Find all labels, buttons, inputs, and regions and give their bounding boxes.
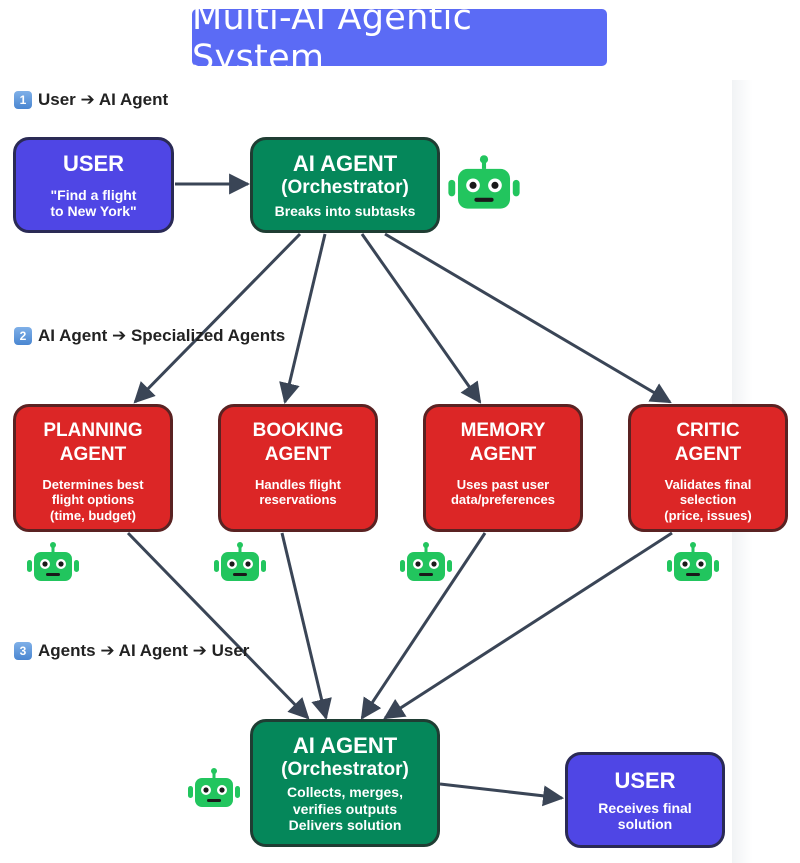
agent-title-line1: MEMORY	[460, 420, 546, 441]
arrow-orch-to-planning	[133, 232, 302, 404]
booking-agent-node: BOOKING AGENT Handles flight reservation…	[218, 404, 378, 532]
orchestrator-desc-line1: Collects, merges,	[287, 784, 403, 801]
step-1: 1 User ➔ AI Agent	[14, 90, 168, 110]
robot-icon	[27, 542, 79, 581]
step-1-number-icon: 1	[14, 91, 32, 109]
robot-icon	[214, 542, 266, 581]
step-1-label: User ➔ AI Agent	[38, 90, 169, 109]
agent-desc-line2: reservations	[259, 492, 337, 508]
agent-title-line2: AGENT	[469, 443, 537, 465]
user-request-line1: "Find a flight	[50, 186, 137, 203]
step-2-label: AI Agent ➔ Specialized Agents	[38, 326, 286, 345]
step-3: 3 Agents ➔ AI Agent ➔ User	[14, 641, 249, 661]
arrow-orch-to-memory	[360, 233, 482, 404]
robot-icon	[448, 155, 520, 209]
arrow-planning-to-orch	[126, 531, 310, 720]
arrow-orch-to-critic	[384, 232, 672, 404]
arrow-booking-to-orch	[280, 532, 332, 721]
orchestrator-desc-line3: Delivers solution	[288, 816, 402, 833]
agent-title-line1: CRITIC	[676, 420, 740, 441]
diagram-title: Multi-AI Agentic System	[192, 0, 473, 78]
agent-title-line1: BOOKING	[252, 420, 344, 441]
orchestrator-title: AI AGENT	[292, 151, 398, 177]
orchestrator-subtitle: (Orchestrator)	[281, 758, 409, 780]
agent-desc-line1: Handles flight	[255, 476, 341, 492]
orchestrator-desc: Breaks into subtasks	[274, 202, 416, 219]
user-request-line2: to New York"	[50, 202, 137, 219]
agent-desc-line3: (time, budget)	[50, 507, 136, 523]
agent-desc-line2: selection	[679, 492, 737, 508]
agent-desc-line3: (price, issues)	[664, 507, 752, 523]
step-3-number-icon: 3	[14, 642, 32, 660]
orchestrator-node-bottom: AI AGENT (Orchestrator) Collects, merges…	[250, 719, 440, 847]
robot-icon	[667, 542, 719, 581]
agent-title-line2: AGENT	[59, 443, 127, 465]
agent-title-line1: PLANNING	[43, 420, 143, 441]
arrow-orch-to-booking	[279, 233, 327, 405]
user-node-bottom: USER Receives final solution	[565, 752, 725, 848]
planning-agent-node: PLANNING AGENT Determines best flight op…	[13, 404, 173, 532]
orchestrator-title: AI AGENT	[292, 733, 398, 759]
user-title: USER	[614, 768, 676, 794]
orchestrator-node-top: AI AGENT (Orchestrator) Breaks into subt…	[250, 137, 440, 233]
agent-title-line2: AGENT	[674, 443, 742, 465]
user-node-top: USER "Find a flight to New York"	[13, 137, 174, 233]
memory-agent-node: MEMORY AGENT Uses past user data/prefere…	[423, 404, 583, 532]
agent-desc-line1: Determines best	[42, 476, 144, 492]
step-2: 2 AI Agent ➔ Specialized Agents	[14, 326, 285, 346]
agent-desc-line1: Validates final	[664, 476, 752, 492]
robot-icon	[400, 542, 452, 581]
arrow-orch-to-user	[439, 782, 565, 807]
critic-agent-node: CRITIC AGENT Validates final selection (…	[628, 404, 788, 532]
arrow-critic-to-orch	[383, 531, 673, 720]
robot-icon	[188, 768, 240, 807]
user-result-line1: Receives final	[598, 799, 692, 816]
title-banner: Multi-AI Agentic System	[192, 0, 607, 78]
arrow-memory-to-orch	[360, 532, 487, 720]
agent-desc-line1: Uses past user	[456, 476, 550, 492]
agent-desc-line2: flight options	[51, 492, 135, 508]
user-title: USER	[62, 151, 125, 177]
step-3-label: Agents ➔ AI Agent ➔ User	[38, 641, 250, 660]
agent-desc-line2: data/preferences	[450, 492, 556, 508]
orchestrator-subtitle: (Orchestrator)	[281, 176, 409, 198]
orchestrator-desc-line2: verifies outputs	[292, 800, 398, 817]
agent-title-line2: AGENT	[264, 443, 332, 465]
user-result-line2: solution	[617, 815, 673, 832]
step-2-number-icon: 2	[14, 327, 32, 345]
